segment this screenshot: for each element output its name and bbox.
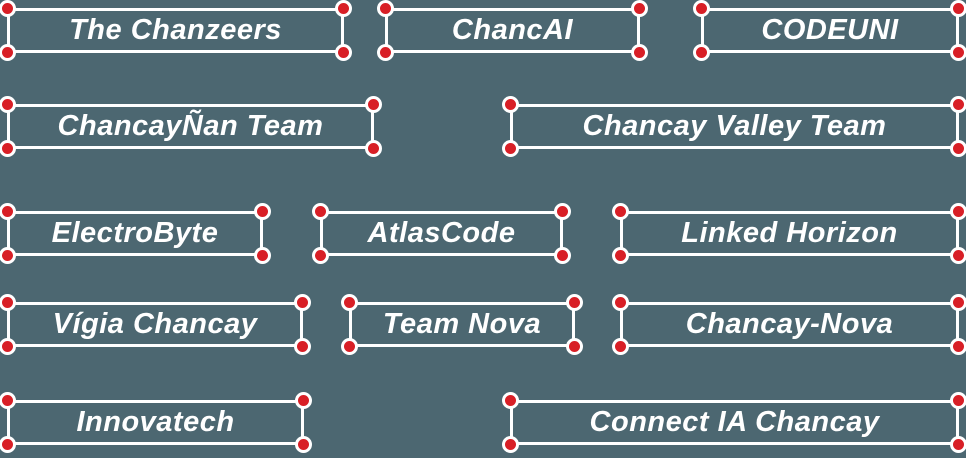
handle-bottom-left-icon[interactable] [612,247,629,264]
handle-top-left-icon[interactable] [502,392,519,409]
selection-box-chancay-nova[interactable]: Chancay-Nova [612,294,966,355]
handle-bottom-right-icon[interactable] [631,44,648,61]
selection-box-label: Chancay-Nova [685,308,894,340]
handle-bottom-left-icon[interactable] [0,338,16,355]
handle-bottom-left-icon[interactable] [0,140,16,157]
selection-box-innovatech[interactable]: Innovatech [0,392,312,453]
handle-bottom-right-icon[interactable] [294,338,311,355]
handle-top-right-icon[interactable] [631,0,648,17]
handle-bottom-left-icon[interactable] [502,140,519,157]
handle-top-right-icon[interactable] [294,294,311,311]
selection-box-label: ChancAI [451,14,574,46]
handle-top-left-icon[interactable] [0,392,16,409]
handle-top-left-icon[interactable] [0,203,16,220]
handle-bottom-left-icon[interactable] [377,44,394,61]
selection-box-chancay-valley-team[interactable]: Chancay Valley Team [502,96,966,157]
handle-bottom-right-icon[interactable] [254,247,271,264]
handle-bottom-right-icon[interactable] [950,436,966,453]
handle-top-left-icon[interactable] [502,96,519,113]
handle-top-right-icon[interactable] [950,392,966,409]
handle-top-right-icon[interactable] [365,96,382,113]
selection-box-chancaynan-team[interactable]: ChancayÑan Team [0,96,382,157]
handle-top-right-icon[interactable] [950,203,966,220]
handle-bottom-left-icon[interactable] [0,436,16,453]
handle-bottom-right-icon[interactable] [554,247,571,264]
handle-bottom-right-icon[interactable] [566,338,583,355]
handle-top-left-icon[interactable] [0,294,16,311]
selection-box-label: The Chanzeers [69,14,282,46]
handle-top-right-icon[interactable] [254,203,271,220]
selection-box-label: ElectroByte [51,217,219,249]
selection-box-chancai[interactable]: ChancAI [377,0,648,61]
selection-box-team-nova[interactable]: Team Nova [341,294,583,355]
handle-top-left-icon[interactable] [0,0,16,17]
selection-box-atlascode[interactable]: AtlasCode [312,203,571,264]
selection-box-codeuni[interactable]: CODEUNI [693,0,966,61]
handle-top-right-icon[interactable] [335,0,352,17]
selection-box-label: CODEUNI [761,14,899,46]
handle-top-left-icon[interactable] [377,0,394,17]
handle-bottom-left-icon[interactable] [612,338,629,355]
selection-box-linked-horizon[interactable]: Linked Horizon [612,203,966,264]
handle-bottom-right-icon[interactable] [295,436,312,453]
handle-bottom-left-icon[interactable] [693,44,710,61]
selection-box-electrobyte[interactable]: ElectroByte [0,203,271,264]
handle-bottom-right-icon[interactable] [950,44,966,61]
handle-top-left-icon[interactable] [612,294,629,311]
handle-top-right-icon[interactable] [950,0,966,17]
handle-top-left-icon[interactable] [341,294,358,311]
handle-bottom-left-icon[interactable] [312,247,329,264]
handle-bottom-left-icon[interactable] [341,338,358,355]
selection-box-label: Vígia Chancay [52,308,258,340]
handle-bottom-left-icon[interactable] [0,44,16,61]
selection-box-label: Innovatech [76,406,235,438]
handle-top-right-icon[interactable] [950,96,966,113]
handle-bottom-right-icon[interactable] [950,338,966,355]
handle-bottom-left-icon[interactable] [502,436,519,453]
handle-top-left-icon[interactable] [693,0,710,17]
handle-bottom-right-icon[interactable] [335,44,352,61]
handle-top-left-icon[interactable] [0,96,16,113]
selection-box-label: Linked Horizon [681,217,898,249]
handle-bottom-left-icon[interactable] [0,247,16,264]
handle-top-right-icon[interactable] [566,294,583,311]
selection-box-vigia-chancay[interactable]: Vígia Chancay [0,294,311,355]
handle-top-left-icon[interactable] [312,203,329,220]
selection-box-label: Connect IA Chancay [589,406,880,438]
handle-bottom-right-icon[interactable] [365,140,382,157]
handle-bottom-right-icon[interactable] [950,247,966,264]
selection-box-the-chanzeers[interactable]: The Chanzeers [0,0,352,61]
handle-top-left-icon[interactable] [612,203,629,220]
handle-top-right-icon[interactable] [950,294,966,311]
selection-box-label: AtlasCode [367,217,516,249]
selection-box-label: Chancay Valley Team [582,110,887,142]
handle-top-right-icon[interactable] [554,203,571,220]
handle-bottom-right-icon[interactable] [950,140,966,157]
handle-top-right-icon[interactable] [295,392,312,409]
selection-box-label: Team Nova [382,308,542,340]
selection-box-connect-ia-chancay[interactable]: Connect IA Chancay [502,392,966,453]
selection-box-label: ChancayÑan Team [57,110,324,142]
